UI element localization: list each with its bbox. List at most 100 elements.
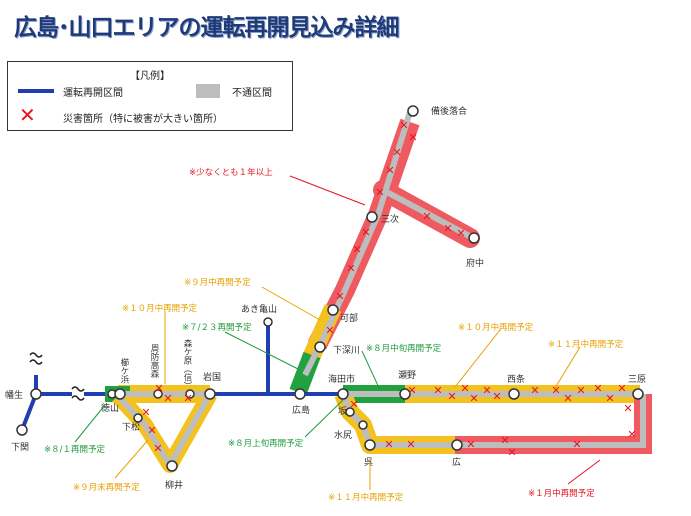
damage-mark-icon: ✕ xyxy=(460,382,469,395)
station-marks xyxy=(16,105,644,472)
blue-shimonoseki xyxy=(20,393,38,431)
damage-mark-icon: ✕ xyxy=(399,119,408,132)
station-dot-mihara xyxy=(632,388,644,400)
label-saka: 坂 xyxy=(338,406,347,417)
damage-mark-icon: ✕ xyxy=(392,146,401,159)
station-dot-kudamatsu xyxy=(133,413,143,423)
break-mark-1 xyxy=(71,386,85,392)
damage-mark-icon: ✕ xyxy=(147,424,156,437)
note-one-year: ※少なくとも１年以上 xyxy=(189,167,273,178)
label-tokuyama: 徳山 xyxy=(101,402,119,414)
note-sep-end: ※９月末再開予定 xyxy=(73,482,140,493)
label-kabe: 可部 xyxy=(340,312,358,324)
leader-aug-early xyxy=(304,399,344,438)
label-shimonoseki: 下関 xyxy=(11,442,29,453)
label-hiroshima: 広島 xyxy=(292,404,310,416)
station-dot-saijo xyxy=(508,388,520,400)
damage-mark-icon: ✕ xyxy=(551,384,560,397)
label-mizushiri: 水尻 xyxy=(334,429,352,441)
damage-mark-icon: ✕ xyxy=(447,390,456,403)
label-kure: 呉 xyxy=(364,457,373,468)
label-saijo: 西条 xyxy=(507,373,525,385)
legend-suspended-swatch xyxy=(196,84,220,98)
damage-mark-icon: ✕ xyxy=(183,392,192,405)
station-dot-mori-gahara xyxy=(185,389,195,399)
leader-aug-mid xyxy=(361,350,381,391)
leader-oct-east xyxy=(454,329,501,388)
label-miyoshi: 三次 xyxy=(381,213,399,225)
leader-one-year xyxy=(289,175,366,206)
station-dot-shimonoseki xyxy=(16,424,28,436)
station-labels: 備後落合 三次 府中 可部 下深川 あき亀山 広島 海田市 瀬野 西条 三原 坂… xyxy=(5,105,646,491)
legend-suspended-label: 不通区間 xyxy=(232,88,272,99)
damage-mark-icon: ✕ xyxy=(530,384,539,397)
damage-mark-icon: ✕ xyxy=(154,382,163,395)
legend-damage-icon: ✕ xyxy=(19,103,36,127)
note-jul23: ※７/２３再開予定 xyxy=(182,322,252,333)
leader-aug1 xyxy=(74,404,106,443)
station-dot-hiro xyxy=(451,439,463,451)
leader-jul23 xyxy=(224,331,301,371)
damage-mark-icon: ✕ xyxy=(466,438,475,451)
damage-mark-icon: ✕ xyxy=(482,384,491,397)
legend-damage-label: 災害箇所（特に被害が大きい箇所） xyxy=(63,114,223,125)
damage-mark-icon: ✕ xyxy=(422,210,431,223)
label-funaichi: 府中 xyxy=(466,257,484,269)
break-marks xyxy=(29,352,85,401)
label-suo-takamori: 周防高森 xyxy=(149,344,159,379)
station-dot-miyoshi xyxy=(366,211,378,223)
note-aug-mid: ※８月中旬再開予定 xyxy=(366,343,442,354)
notes: ※少なくとも１年以上 ※９月中再開予定 ※１０月中再開予定 ※７/２３再開予定 … xyxy=(44,167,624,503)
damage-mark-icon: ✕ xyxy=(406,438,415,451)
station-dot-tokuyama xyxy=(114,388,126,400)
legend-resumed-swatch xyxy=(18,89,54,93)
label-hiro: 広 xyxy=(452,456,461,468)
label-yanai: 柳井 xyxy=(165,479,183,491)
label-asa: 幡生 xyxy=(5,389,23,401)
break-mark-2 xyxy=(71,395,85,401)
damage-mark-icon: ✕ xyxy=(572,438,581,451)
damage-mark-icon: ✕ xyxy=(153,442,162,455)
damage-mark-icon: ✕ xyxy=(563,392,572,405)
station-dot-bingo-ochiai xyxy=(407,105,419,117)
label-mori-gahara: 森ケ原（信） xyxy=(182,338,192,390)
damage-mark-icon: ✕ xyxy=(593,382,602,395)
note-nov-kure: ※１１月中再開予定 xyxy=(328,492,404,503)
station-dot-funaichi xyxy=(468,232,480,244)
damage-mark-icon: ✕ xyxy=(500,434,509,447)
damage-mark-icon: ✕ xyxy=(408,131,417,144)
gray-geibi xyxy=(302,111,413,377)
damage-mark-icon: ✕ xyxy=(443,222,452,235)
page-title: 広島･山口エリアの運転再開見込み詳細 xyxy=(14,15,399,41)
station-dot-kaitaichi xyxy=(337,388,349,400)
damage-mark-icon: ✕ xyxy=(385,164,394,177)
damage-mark-icon: ✕ xyxy=(361,226,370,239)
station-dot-aki-kameyama xyxy=(263,317,273,327)
damage-mark-icon: ✕ xyxy=(627,428,636,441)
damage-mark-icon: ✕ xyxy=(346,262,355,275)
damage-mark-icon: ✕ xyxy=(407,384,416,397)
label-aki-kameyama: あき亀山 xyxy=(241,303,277,315)
station-dot-seno xyxy=(399,388,411,400)
gray-fukuen xyxy=(381,187,475,241)
damage-mark-icon: ✕ xyxy=(141,406,150,419)
note-oct-west: ※１０月中再開予定 xyxy=(122,303,198,314)
note-sep-mid: ※９月中再開予定 xyxy=(184,277,251,288)
note-nov-east: ※１１月中再開予定 xyxy=(548,339,624,350)
station-dot-asa xyxy=(30,388,42,400)
station-dot-suo-takamori xyxy=(153,389,163,399)
note-oct-east: ※１０月中再開予定 xyxy=(458,322,534,333)
damage-mark-icon: ✕ xyxy=(456,227,465,240)
damage-mark-icon: ✕ xyxy=(507,446,516,459)
note-jan: ※１月中再開予定 xyxy=(528,488,595,499)
damage-marks: ✕✕✕✕✕✕✕✕✕✕✕✕✕✕✕✕✕✕✕✕✕✕✕✕✕✕✕✕✕✕✕✕✕✕✕✕✕✕✕✕… xyxy=(141,119,636,459)
leader-sep-end xyxy=(114,439,149,479)
station-dot-kabe xyxy=(327,304,339,316)
break-mark-3 xyxy=(29,352,43,358)
damage-mark-icon: ✕ xyxy=(617,382,626,395)
gray-yanai xyxy=(115,392,213,471)
legend-heading: 【凡例】 xyxy=(130,71,170,82)
damage-mark-icon: ✕ xyxy=(163,392,172,405)
